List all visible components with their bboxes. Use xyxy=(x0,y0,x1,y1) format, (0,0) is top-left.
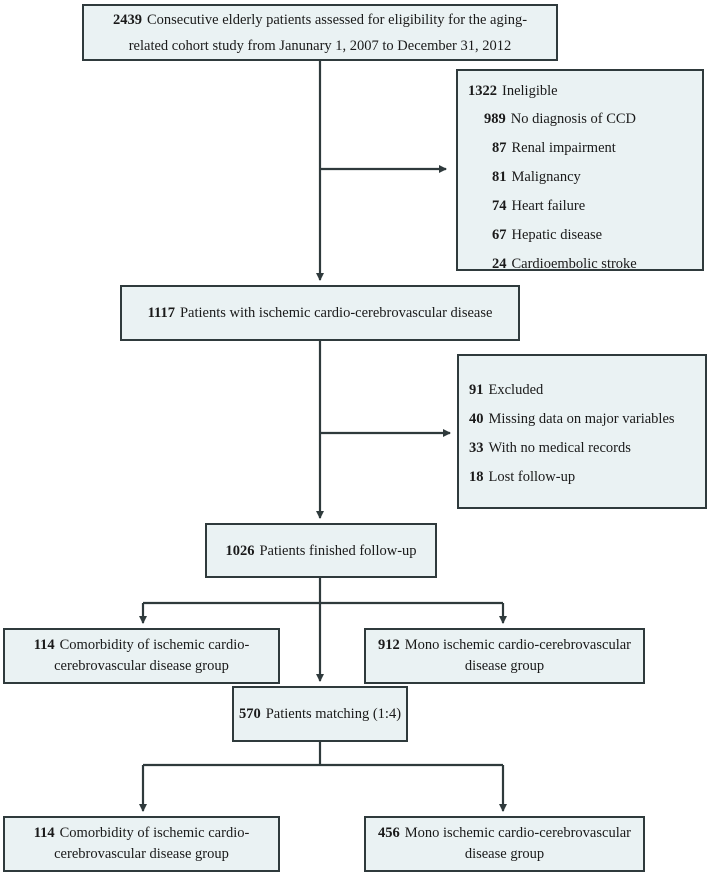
ischemic-label: Patients with ischemic cardio-cerebrovas… xyxy=(179,305,493,321)
ischemic-count: 1117 xyxy=(147,305,175,321)
ineligible-label: Ineligible xyxy=(502,83,558,99)
excluded-label: Excluded xyxy=(488,382,544,398)
start-count: 2439 xyxy=(112,11,142,28)
mono-1-count: 912 xyxy=(377,637,400,653)
comorbidity-1-count: 114 xyxy=(33,637,55,653)
matching-count: 570 xyxy=(238,706,261,722)
mono-2-count: 456 xyxy=(377,825,400,841)
finished-label: Patients finished follow-up xyxy=(259,542,417,559)
ineligible-count: 1322 xyxy=(468,83,497,99)
start-line2: related cohort study from Janunary 1, 20… xyxy=(128,37,512,54)
excluded-count: 91 xyxy=(469,382,484,398)
matching-label: Patients matching (1:4) xyxy=(265,706,402,722)
comorbidity-2-count: 114 xyxy=(33,825,55,841)
finished-count: 1026 xyxy=(225,542,255,559)
start-line1: Consecutive elderly patients assessed fo… xyxy=(146,11,528,28)
